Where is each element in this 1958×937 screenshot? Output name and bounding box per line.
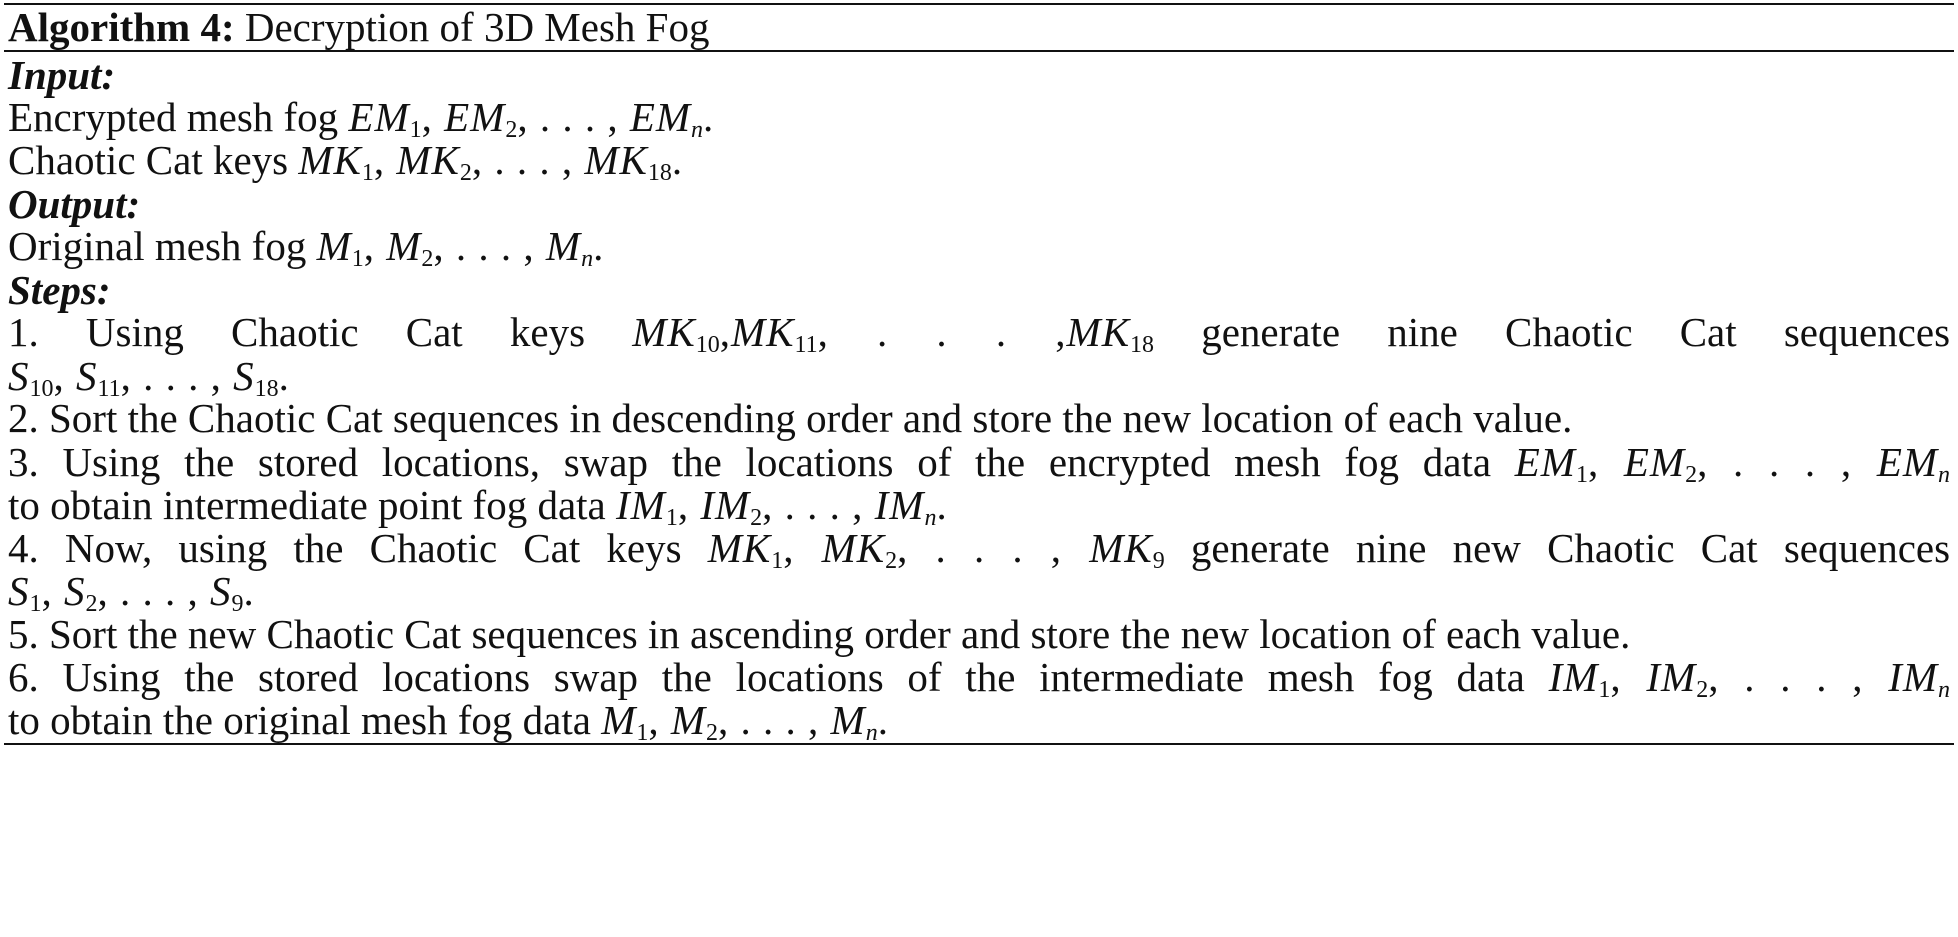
input-keys-text: Chaotic Cat keys bbox=[8, 137, 289, 183]
step-5: 5. Sort the new Chaotic Cat sequences in… bbox=[8, 611, 1631, 657]
top-rule bbox=[4, 3, 1954, 5]
algorithm-label: Algorithm 4: bbox=[8, 4, 235, 50]
output-heading: Output: bbox=[8, 181, 141, 227]
math-mk-sequence: MK1, MK2, . . . , MK18. bbox=[298, 137, 684, 186]
step-6-text-b: to obtain the original mesh fog data bbox=[8, 697, 591, 743]
input-line-encrypted: Encrypted mesh fog EM1, EM2, . . . , EMn… bbox=[8, 93, 714, 154]
math-mk1-9: MK1, MK2, . . . , MK9 bbox=[707, 525, 1165, 574]
step-1-line-2: S10, S11, . . . , S18. bbox=[8, 352, 290, 413]
algorithm-name: Decryption of 3D Mesh Fog bbox=[244, 4, 710, 50]
output-original-text: Original mesh fog bbox=[8, 223, 307, 269]
steps-heading: Steps: bbox=[8, 267, 111, 313]
step-6-text-a: 6. Using the stored locations swap the l… bbox=[8, 654, 1525, 700]
step-1-line-1: 1. Using Chaotic Cat keys MK10,MK11, . .… bbox=[8, 308, 1950, 369]
math-m-sequence-step6: M1, M2, . . . , Mn. bbox=[601, 697, 889, 746]
math-im-sequence: IM1, IM2, . . . , IMn. bbox=[616, 482, 948, 531]
math-im-sequence-step6: IM1, IM2, . . . , IMn bbox=[1548, 654, 1951, 703]
step-6-line-2: to obtain the original mesh fog data M1,… bbox=[8, 696, 889, 757]
math-mk10-18: MK10,MK11, . . . ,MK18 bbox=[632, 309, 1155, 358]
step-3-line-1: 3. Using the stored locations, swap the … bbox=[8, 438, 1950, 499]
step-1-text-a: 1. Using Chaotic Cat keys bbox=[8, 309, 586, 355]
input-line-keys: Chaotic Cat keys MK1, MK2, . . . , MK18. bbox=[8, 136, 683, 197]
math-em-sequence-step3: EM1, EM2, . . . , EMn bbox=[1514, 439, 1951, 488]
algorithm-box: Algorithm 4: Decryption of 3D Mesh Fog I… bbox=[4, 0, 1954, 937]
math-s10-18: S10, S11, . . . , S18. bbox=[8, 353, 290, 402]
step-3-text-b: to obtain intermediate point fog data bbox=[8, 482, 606, 528]
math-m-sequence: M1, M2, . . . , Mn. bbox=[316, 223, 605, 272]
step-4-line-2: S1, S2, . . . , S9. bbox=[8, 567, 255, 628]
title-rule bbox=[4, 50, 1954, 52]
input-heading: Input: bbox=[8, 52, 116, 98]
input-encrypted-text: Encrypted mesh fog bbox=[8, 94, 339, 140]
step-4-text-a: 4. Now, using the Chaotic Cat keys bbox=[8, 525, 682, 571]
step-1-text-b: generate nine Chaotic Cat sequences bbox=[1201, 309, 1951, 355]
bottom-rule bbox=[4, 743, 1954, 745]
output-line-original: Original mesh fog M1, M2, . . . , Mn. bbox=[8, 222, 604, 283]
step-4-text-b: generate nine new Chaotic Cat sequences bbox=[1190, 525, 1951, 571]
math-s1-9: S1, S2, . . . , S9. bbox=[8, 568, 255, 617]
step-3-text-a: 3. Using the stored locations, swap the … bbox=[8, 439, 1492, 485]
step-2: 2. Sort the Chaotic Cat sequences in des… bbox=[8, 395, 1573, 441]
step-3-line-2: to obtain intermediate point fog data IM… bbox=[8, 481, 948, 542]
algorithm-title: Algorithm 4: Decryption of 3D Mesh Fog bbox=[8, 3, 709, 51]
step-6-line-1: 6. Using the stored locations swap the l… bbox=[8, 653, 1950, 714]
math-em-sequence: EM1, EM2, . . . , EMn. bbox=[348, 94, 715, 143]
step-4-line-1: 4. Now, using the Chaotic Cat keys MK1, … bbox=[8, 524, 1950, 585]
